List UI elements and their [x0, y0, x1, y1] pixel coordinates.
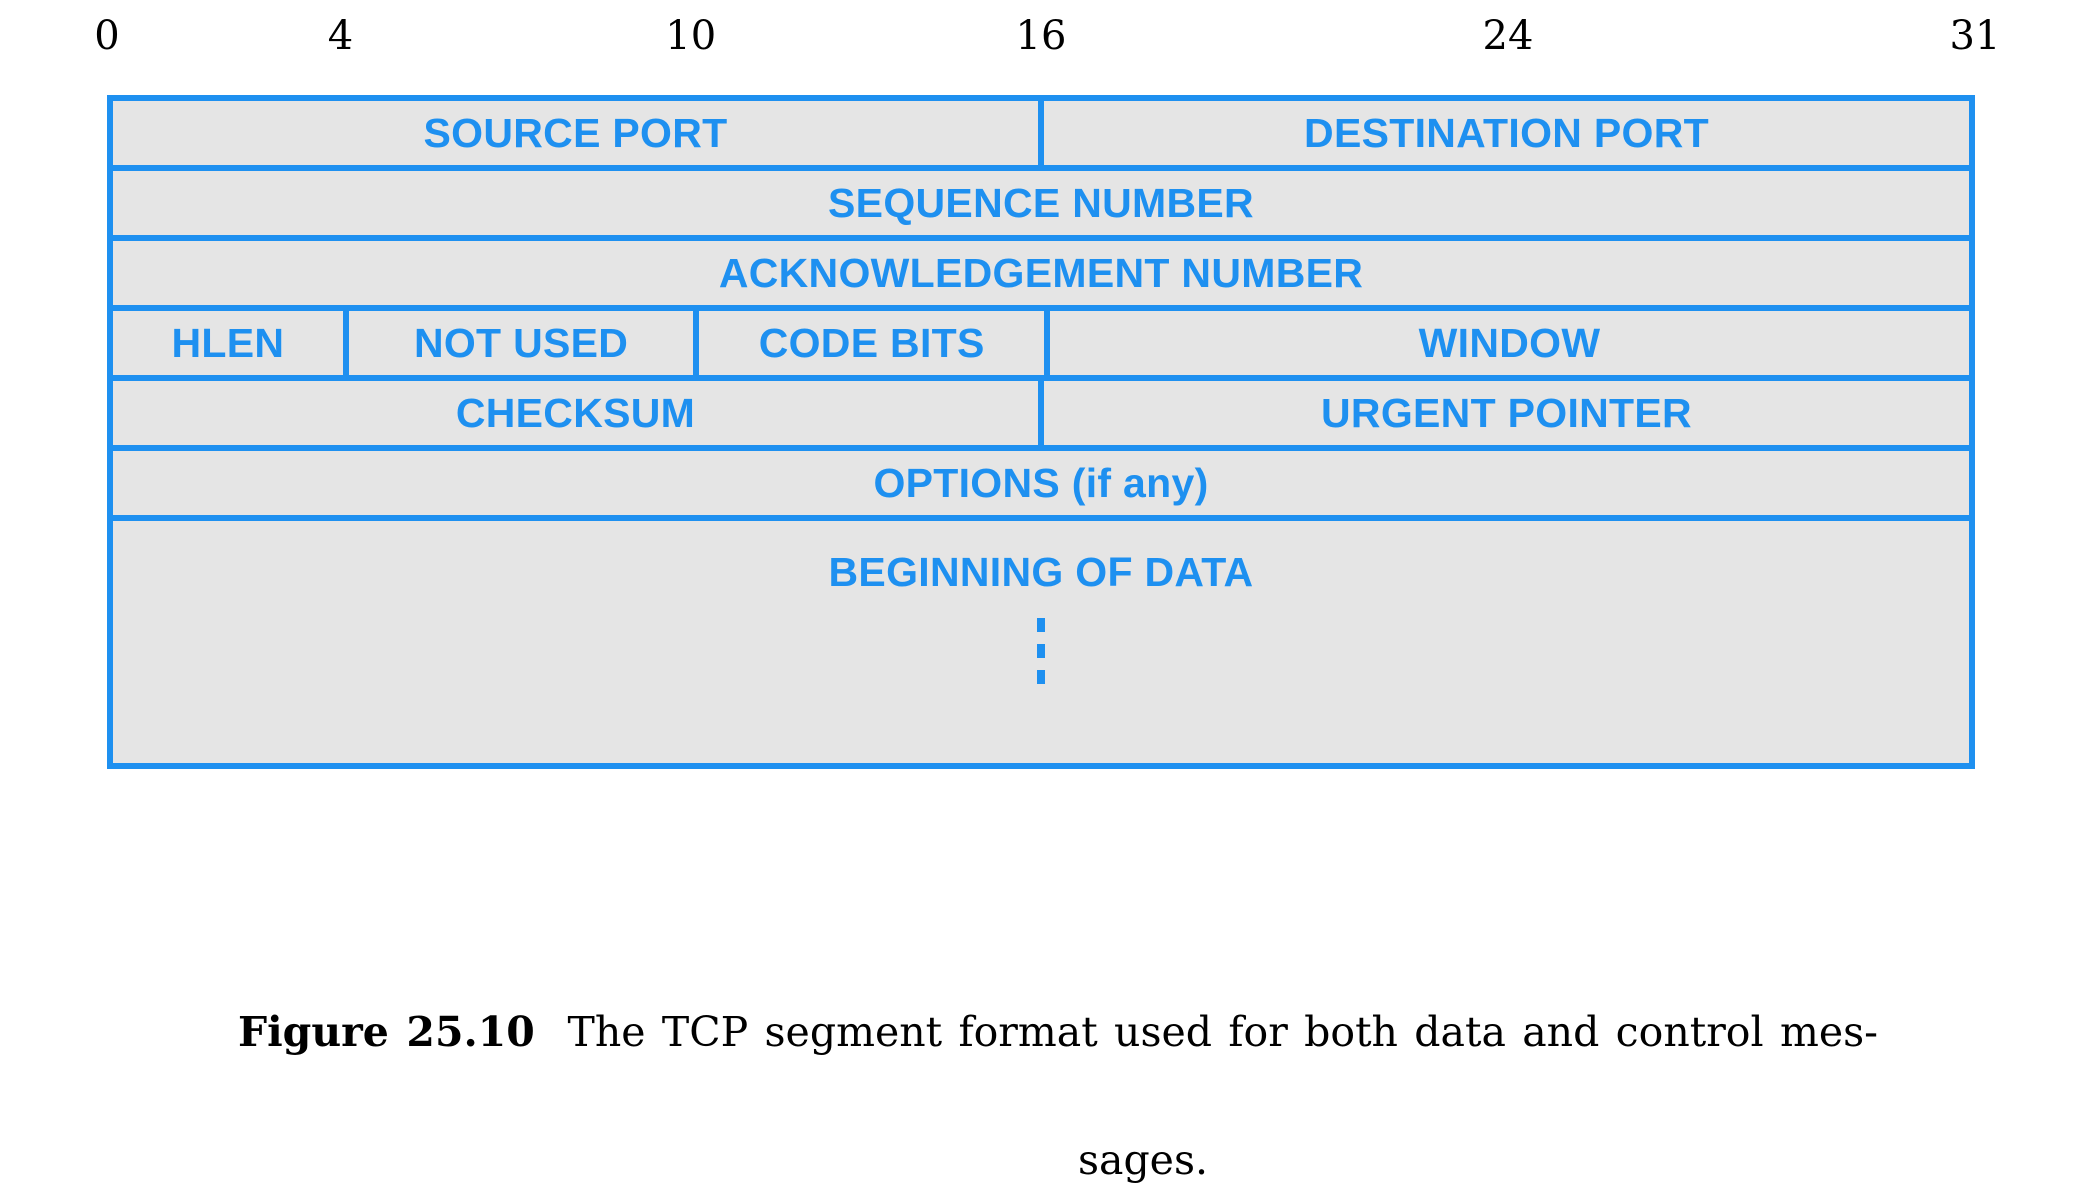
field-label: NOT USED	[413, 319, 629, 366]
bit-tick-4: 4	[327, 13, 354, 59]
figure-caption: Figure 25.10 The TCP segment format used…	[238, 1000, 1878, 1192]
vertical-ellipsis-icon	[1037, 618, 1045, 684]
field-label: SEQUENCE NUMBER	[828, 179, 1254, 226]
bit-position-ruler: 0 4 10 16 24 31	[94, 13, 2000, 88]
segment-row: SOURCE PORT DESTINATION PORT	[113, 101, 1969, 171]
field-sequence-number: SEQUENCE NUMBER	[113, 171, 1969, 235]
segment-row: ACKNOWLEDGEMENT NUMBER	[113, 241, 1969, 311]
bit-tick-24: 24	[1482, 13, 1534, 59]
field-options-if-any: OPTIONS (if any)	[113, 451, 1969, 515]
bit-tick-10: 10	[665, 13, 717, 59]
segment-row: HLEN NOT USED CODE BITS WINDOW	[113, 311, 1969, 381]
field-label: SOURCE PORT	[423, 109, 728, 156]
field-urgent-pointer: URGENT POINTER	[1038, 381, 1969, 445]
field-label: DESTINATION PORT	[1304, 109, 1709, 156]
segment-row: CHECKSUM URGENT POINTER	[113, 381, 1969, 451]
figure-caption-line-1: The TCP segment format used for both dat…	[567, 1008, 1878, 1056]
figure-number: Figure 25.10	[238, 1008, 535, 1056]
field-label: URGENT POINTER	[1321, 389, 1692, 436]
field-label: WINDOW	[1418, 319, 1601, 366]
bit-tick-0: 0	[94, 13, 120, 59]
figure-caption-line-2: sages.	[1077, 1136, 1209, 1184]
field-hlen: HLEN	[113, 311, 343, 375]
field-code-bits: CODE BITS	[693, 311, 1044, 375]
field-acknowledgement-number: ACKNOWLEDGEMENT NUMBER	[113, 241, 1969, 305]
field-source-port: SOURCE PORT	[113, 101, 1038, 165]
field-label: CHECKSUM	[455, 389, 696, 436]
field-label: BEGINNING OF DATA	[828, 549, 1254, 595]
field-label: HLEN	[171, 319, 285, 366]
tcp-segment-diagram: SOURCE PORT DESTINATION PORT SEQUENCE NUMB…	[107, 95, 1975, 769]
segment-row: OPTIONS (if any)	[113, 451, 1969, 521]
field-not-used: NOT USED	[342, 311, 694, 375]
field-label: CODE BITS	[758, 319, 985, 366]
segment-row: BEGINNING OF DATA	[113, 521, 1969, 763]
field-label: ACKNOWLEDGEMENT NUMBER	[718, 249, 1364, 296]
segment-row: SEQUENCE NUMBER	[113, 171, 1969, 241]
field-label: OPTIONS (if any)	[873, 459, 1209, 506]
field-beginning-of-data: BEGINNING OF DATA	[113, 521, 1969, 763]
bit-tick-16: 16	[1015, 13, 1067, 59]
field-checksum: CHECKSUM	[113, 381, 1038, 445]
field-destination-port: DESTINATION PORT	[1038, 101, 1969, 165]
bit-tick-31: 31	[1949, 13, 2001, 59]
field-window: WINDOW	[1044, 311, 1969, 375]
